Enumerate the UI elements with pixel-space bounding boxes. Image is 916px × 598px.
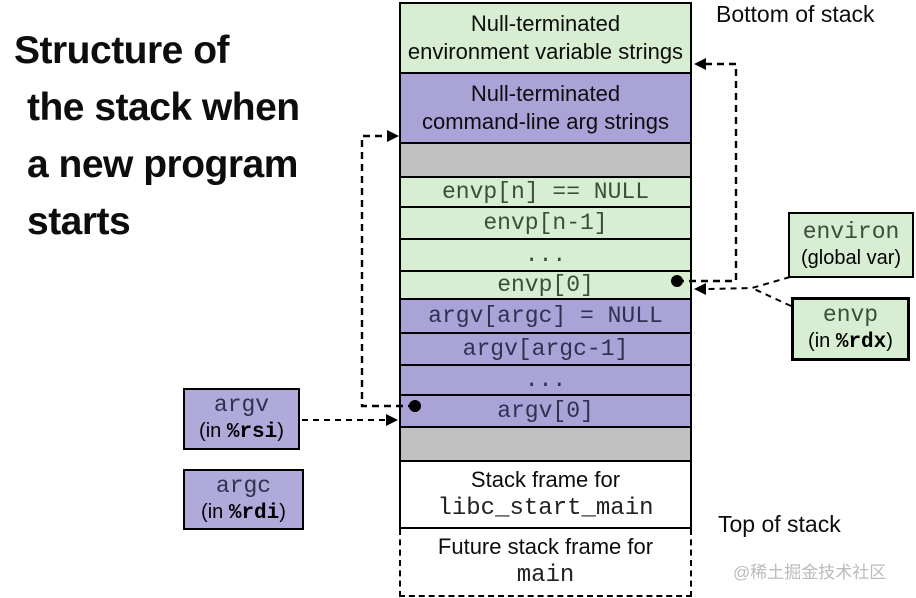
title-line: the stack when — [27, 86, 300, 129]
row-envp-0: envp[0] — [401, 272, 690, 300]
bottom-of-stack-label: Bottom of stack — [716, 1, 875, 27]
page-title: Structure of the stack when a new progra… — [14, 22, 300, 250]
envp-reg-value: %rdx — [835, 331, 887, 354]
argv-register-arrow — [302, 414, 398, 426]
row-argv-argc-label: argv[argc] = NULL — [428, 303, 663, 329]
arrowhead-right-icon — [386, 414, 398, 426]
row-padding-bottom — [401, 428, 690, 462]
row-envp-dots-label: ... — [524, 242, 567, 268]
libc-frame-line1: Stack frame for — [470, 466, 621, 492]
row-envp-n1: envp[n-1] — [401, 208, 690, 240]
libc-frame-line2: libc_start_main — [437, 494, 654, 522]
top-of-stack-label: Top of stack — [718, 511, 841, 537]
envp-register-box: envp (in %rdx) — [791, 297, 910, 361]
envp-register-sub: (in %rdx) — [808, 328, 893, 356]
row-env-strings-line1: Null-terminated — [470, 11, 621, 36]
environ-name: environ — [802, 219, 900, 245]
row-argv-dots: ... — [401, 366, 690, 396]
argc-reg-suffix: ) — [279, 500, 286, 523]
envp-reg-suffix: ) — [886, 330, 893, 352]
row-argv-dots-label: ... — [524, 367, 567, 393]
row-argv-argc: argv[argc] = NULL — [401, 300, 690, 334]
title-line: Structure of — [14, 29, 230, 72]
row-argv-0-label: argv[0] — [497, 398, 594, 424]
row-argv-argc1-label: argv[argc-1] — [462, 336, 629, 362]
row-envp-0-label: envp[0] — [497, 272, 594, 298]
title-line: a new program — [27, 143, 298, 186]
argc-reg-value: %rdi — [228, 501, 280, 525]
row-arg-strings: Null-terminated command-line arg strings — [401, 74, 690, 144]
stack-column: Null-terminated environment variable str… — [399, 2, 692, 529]
arrowhead-left-icon — [694, 283, 706, 295]
row-arg-strings-line2: command-line arg strings — [422, 109, 669, 134]
argv-register-sub: (in %rsi) — [199, 418, 284, 446]
argc-register-sub: (in %rdi) — [201, 499, 286, 527]
argv-reg-value: %rsi — [226, 421, 278, 444]
future-stack-frame: Future stack frame for main — [399, 529, 692, 597]
argc-reg-prefix: (in — [201, 500, 229, 523]
environ-variable-box: environ (global var) — [788, 212, 914, 278]
title-line: starts — [27, 200, 131, 243]
row-envp-dots: ... — [401, 240, 690, 272]
argc-register-name: argc — [215, 472, 272, 499]
row-argv-0: argv[0] — [401, 396, 690, 428]
argc-register-box: argc (in %rdi) — [183, 469, 304, 530]
row-env-strings-line2: environment variable strings — [407, 39, 684, 64]
arrowhead-right-icon — [387, 130, 399, 142]
argv-reg-suffix: ) — [277, 420, 284, 442]
row-envp-n-label: envp[n] == NULL — [441, 179, 650, 205]
argv-register-box: argv (in %rsi) — [183, 388, 300, 450]
row-arg-strings-line1: Null-terminated — [470, 81, 621, 106]
watermark-text: @稀土掘金技术社区 — [733, 563, 887, 582]
envp-reg-prefix: (in — [808, 330, 836, 352]
envp-name: envp — [822, 302, 879, 328]
argv-register-name: argv — [213, 392, 270, 418]
row-env-strings: Null-terminated environment variable str… — [401, 4, 690, 74]
row-envp-n1-label: envp[n-1] — [483, 210, 608, 236]
arrowhead-left-icon — [694, 58, 706, 70]
row-argv-argc1: argv[argc-1] — [401, 334, 690, 366]
future-frame-line1: Future stack frame for — [437, 534, 654, 559]
row-libc-frame: Stack frame for libc_start_main — [401, 462, 690, 527]
argv-reg-prefix: (in — [199, 420, 227, 442]
environ-sub: (global var) — [800, 247, 902, 269]
future-frame-line2: main — [516, 562, 575, 589]
environ-envp-fork-arrow — [694, 276, 792, 307]
row-padding-top — [401, 144, 690, 178]
row-envp-n: envp[n] == NULL — [401, 178, 690, 208]
